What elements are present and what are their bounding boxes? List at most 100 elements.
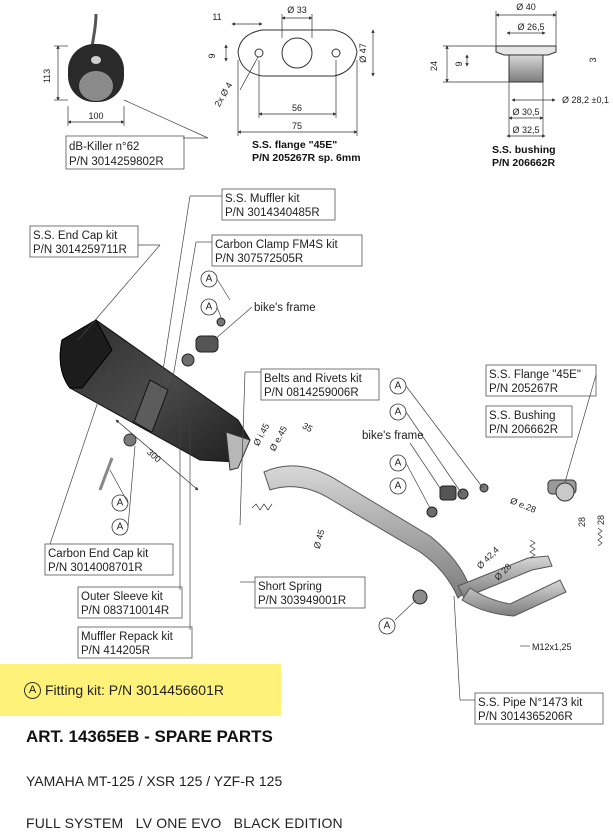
ss-flange-pn: P/N 205267R <box>489 383 558 395</box>
bikes-frame-label-2: bike's frame <box>362 430 424 442</box>
fitting-marker: A <box>111 518 129 536</box>
page-title: ART. 14365EB - SPARE PARTS <box>26 727 273 746</box>
dim-300: 300 <box>145 447 163 464</box>
dim-28c: 28 <box>596 515 606 525</box>
frame-bolt-1 <box>216 317 226 327</box>
label-ss-flange: S.S. Flange "45E" P/N 205267R <box>485 364 597 483</box>
rivet-pin <box>98 457 114 491</box>
bushing-dim-265: Ø 26,5 <box>517 22 544 32</box>
dim-e28: Ø e.28 <box>509 496 538 515</box>
svg-text:A: A <box>117 498 124 509</box>
bushing-caption-1: S.S. bushing <box>492 144 556 156</box>
dim-45: Ø 45 <box>312 529 327 550</box>
short-spring-pn: P/N 303949001R <box>258 595 346 607</box>
frame-bracket-nut-2a <box>426 506 438 518</box>
dbkiller-bolt <box>91 56 101 64</box>
svg-text:A: A <box>395 407 402 418</box>
bushing-dim-305: Ø 30,5 <box>512 107 539 117</box>
muffler-assembly <box>59 317 251 491</box>
muffler-kit-pn: P/N 3014340485R <box>225 207 320 219</box>
bushing-dim-40: Ø 40 <box>516 2 536 12</box>
short-spring-name: Short Spring <box>258 581 322 593</box>
muffler-repack-name: Muffler Repack kit <box>81 631 174 643</box>
fitting-kit-marker: A <box>24 681 41 699</box>
flange-caption-1: S.S. flange "45E" <box>252 139 337 151</box>
dim-i45: Ø i.45 <box>251 422 271 448</box>
end-cap-kit-pn: P/N 3014259711R <box>33 244 127 256</box>
muffler-repack-pn: P/N 414205R <box>81 645 150 657</box>
flange-dim-33: Ø 33 <box>287 5 307 15</box>
outer-sleeve-name: Outer Sleeve kit <box>81 591 164 603</box>
svg-text:A: A <box>117 522 124 533</box>
fitting-marker: A <box>389 477 407 495</box>
frame-bracket-2 <box>439 485 457 501</box>
label-outer-sleeve: Outer Sleeve kit P/N 083710014R <box>77 404 183 619</box>
bikes-frame-label-1: bike's frame <box>254 302 316 314</box>
ss-pipe-name: S.S. Pipe N°1473 kit <box>478 697 583 709</box>
dbkiller-pn: P/N 3014259802R <box>69 156 164 168</box>
fitting-kit-banner: A Fitting kit: P/N 3014456601R <box>0 664 281 716</box>
svg-text:A: A <box>395 381 402 392</box>
label-ss-pipe: S.S. Pipe N°1473 kit P/N 3014365206R <box>453 595 604 725</box>
muffler-kit-name: S.S. Muffler kit <box>225 193 300 205</box>
carbon-end-cap-name: Carbon End Cap kit <box>48 548 149 560</box>
carbon-clamp-pn: P/N 307572505R <box>215 253 303 265</box>
fitting-marker: A <box>389 454 407 472</box>
label-ss-bushing: S.S. Bushing P/N 206662R <box>485 405 573 438</box>
dim-m12: M12x1,25 <box>532 642 572 652</box>
label-belts-rivets: Belts and Rivets kit P/N 0814259006R <box>239 368 380 526</box>
svg-text:A: A <box>395 458 402 469</box>
dbkiller-dim-height: 113 <box>42 69 52 83</box>
dbkiller-dim-width: 100 <box>88 111 103 121</box>
label-muffler-repack: Muffler Repack kit P/N 414205R <box>77 420 193 659</box>
system-name: FULL SYSTEM LV ONE EVO BLACK EDITION <box>26 815 343 831</box>
end-cap-kit-name: S.S. End Cap kit <box>33 230 118 242</box>
pipe-section-3 <box>461 579 567 617</box>
label-short-spring: Short Spring P/N 303949001R <box>240 576 366 609</box>
flange-bolt-hole-right <box>331 48 341 58</box>
vehicle-models: YAMAHA MT-125 / XSR 125 / YZF-R 125 <box>26 773 283 789</box>
fitting-marker: A <box>389 377 407 395</box>
label-carbon-end-cap: Carbon End Cap kit P/N 3014008701R <box>44 365 174 576</box>
svg-text:A: A <box>206 274 213 285</box>
ss-bushing-name: S.S. Bushing <box>489 410 555 422</box>
flange-drawing: Ø 33 11 9 Ø 47 2x Ø 4 56 75 S.S. flange … <box>207 5 375 164</box>
flange-dim-2x4: 2x Ø 4 <box>212 81 234 109</box>
bushing-drawing: Ø 40 Ø 26,5 24 9 3 Ø 28,2 ±0,1 Ø 30,5 Ø … <box>429 2 609 169</box>
fitting-marker: A <box>200 298 218 316</box>
bushing-caption-2: P/N 206662R <box>492 157 555 169</box>
flange-bolt-hole-left <box>254 48 264 58</box>
spring-2 <box>529 539 536 559</box>
flange-caption-2: P/N 205267R sp. 6mm <box>252 152 361 164</box>
flange-dim-11: 11 <box>212 12 221 22</box>
flange-nut <box>479 483 489 493</box>
dim-35: 35 <box>301 421 315 435</box>
muffler-outlet-cone <box>225 431 251 471</box>
flange-dim-9: 9 <box>207 53 217 58</box>
svg-text:A: A <box>395 481 402 492</box>
pipe-section-1 <box>263 465 471 599</box>
spring-3 <box>597 527 603 547</box>
dim-424: Ø 42,4 <box>475 545 501 571</box>
svg-text:A: A <box>384 621 391 632</box>
carbon-clamp-name: Carbon Clamp FM4S kit <box>215 239 339 251</box>
flange-dim-75: 75 <box>292 121 302 131</box>
flange-center-hole <box>281 37 313 69</box>
ss-flange-name: S.S. Flange "45E" <box>489 369 581 381</box>
bushing-ring <box>555 482 575 502</box>
frame-bracket-nut-1 <box>181 353 195 367</box>
dbkiller-cable <box>90 13 98 49</box>
fitting-marker: A <box>378 617 396 635</box>
bushing-dim-3: 3 <box>588 57 598 62</box>
dbkiller-drawing: 113 100 dB-Killer n°62 P/N 3014259802R <box>42 13 209 170</box>
frame-bracket-1 <box>195 335 219 353</box>
dim-e45: Ø e.45 <box>268 424 290 453</box>
pipe-assembly <box>251 465 603 617</box>
ss-bushing-pn: P/N 206662R <box>489 424 558 436</box>
carbon-end-cap-pn: P/N 3014008701R <box>48 562 143 574</box>
dim-28b: 28 <box>577 517 587 527</box>
bushing-flange-lip <box>495 45 557 56</box>
fitting-kit-text: Fitting kit: P/N 3014456601R <box>45 682 224 698</box>
bushing-dim-9: 9 <box>454 61 464 66</box>
